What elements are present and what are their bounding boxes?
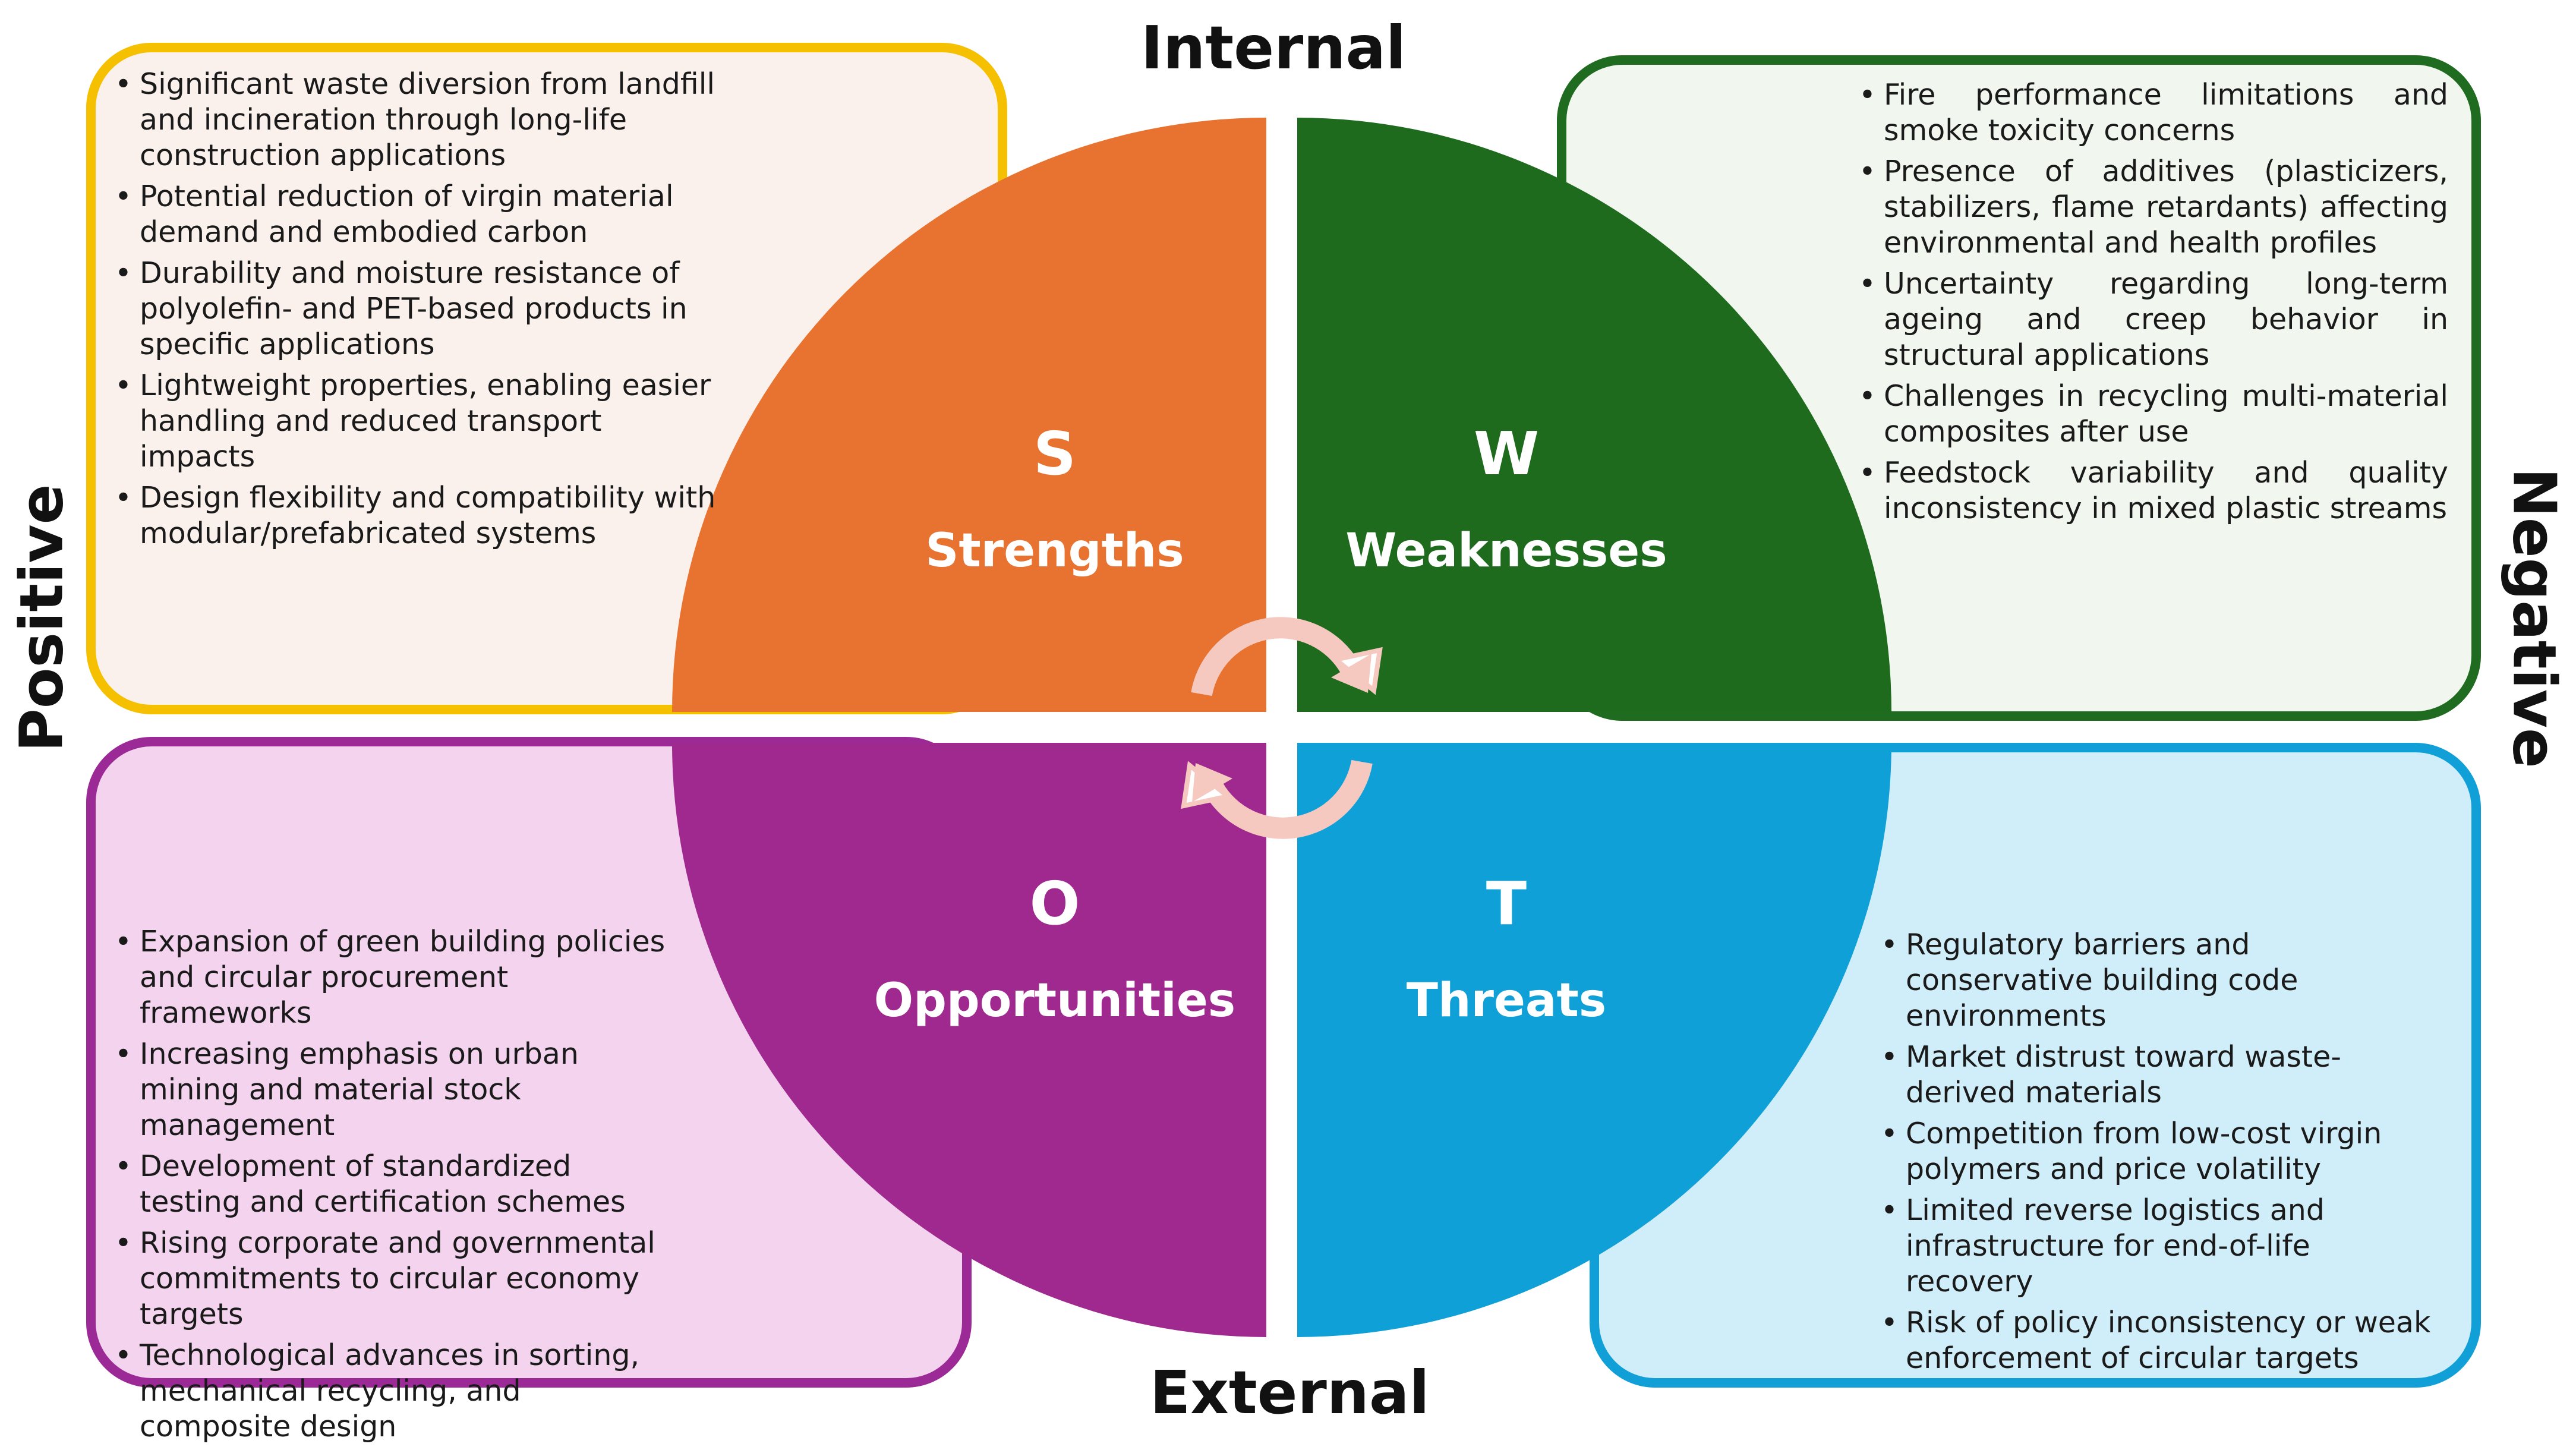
list-item: Lightweight properties, enabling easier … [110, 368, 716, 475]
threats-list: Regulatory barriers and conservative bui… [1876, 927, 2441, 1382]
list-item: Uncertainty regarding long-term ageing a… [1854, 266, 2448, 373]
list-item: Potential reduction of virgin material d… [110, 179, 716, 250]
list-item: Expansion of green building policies and… [110, 924, 680, 1031]
list-item: Presence of additives (plasticizers, sta… [1854, 154, 2448, 261]
list-item: Design flexibility and compatibility wit… [110, 480, 716, 551]
axis-label-negative: Negative [2499, 468, 2569, 768]
list-item: Increasing emphasis on urban mining and … [110, 1036, 680, 1143]
threats-quadrant [1297, 743, 1891, 1337]
list-item: Rising corporate and governmental commit… [110, 1225, 680, 1332]
cycle-arrow-top [1191, 617, 1383, 696]
list-item: Risk of policy inconsistency or weak enf… [1876, 1305, 2441, 1376]
list-item: Limited reverse logistics and infrastruc… [1876, 1193, 2441, 1300]
axis-label-internal: Internal [1141, 13, 1407, 83]
list-item: Fire performance limitations and smoke t… [1854, 77, 2448, 149]
opportunities-label: Opportunities [874, 974, 1235, 1027]
list-item: Significant waste diversion from landfil… [110, 67, 716, 174]
strengths-letter: S [1033, 419, 1076, 488]
list-item: Development of standardized testing and … [110, 1149, 680, 1220]
axis-label-positive: Positive [7, 484, 77, 752]
list-item: Regulatory barriers and conservative bui… [1876, 927, 2441, 1034]
weaknesses-list: Fire performance limitations and smoke t… [1854, 77, 2448, 532]
threats-label: Threats [1407, 974, 1606, 1027]
list-item: Durability and moisture resistance of po… [110, 256, 716, 363]
opportunities-letter: O [1029, 869, 1080, 938]
list-item: Feedstock variability and quality incons… [1854, 455, 2448, 527]
cycle-arrow-bottom [1181, 759, 1373, 839]
list-item: Competition from low-cost virgin polymer… [1876, 1116, 2441, 1187]
weaknesses-quadrant [1297, 118, 1891, 712]
strengths-label: Strengths [925, 524, 1184, 578]
opportunities-quadrant [672, 743, 1266, 1337]
list-item: Challenges in recycling multi-material c… [1854, 379, 2448, 450]
axis-label-external: External [1150, 1358, 1430, 1427]
list-item: Technological advances in sorting, mecha… [110, 1338, 680, 1445]
strengths-list: Significant waste diversion from landfil… [110, 67, 716, 557]
strengths-quadrant [672, 118, 1266, 712]
threats-letter: T [1486, 869, 1527, 938]
weaknesses-letter: W [1474, 419, 1539, 488]
weaknesses-label: Weaknesses [1345, 524, 1667, 578]
opportunities-list: Expansion of green building policies and… [110, 924, 680, 1450]
list-item: Market distrust toward waste-derived mat… [1876, 1039, 2441, 1111]
